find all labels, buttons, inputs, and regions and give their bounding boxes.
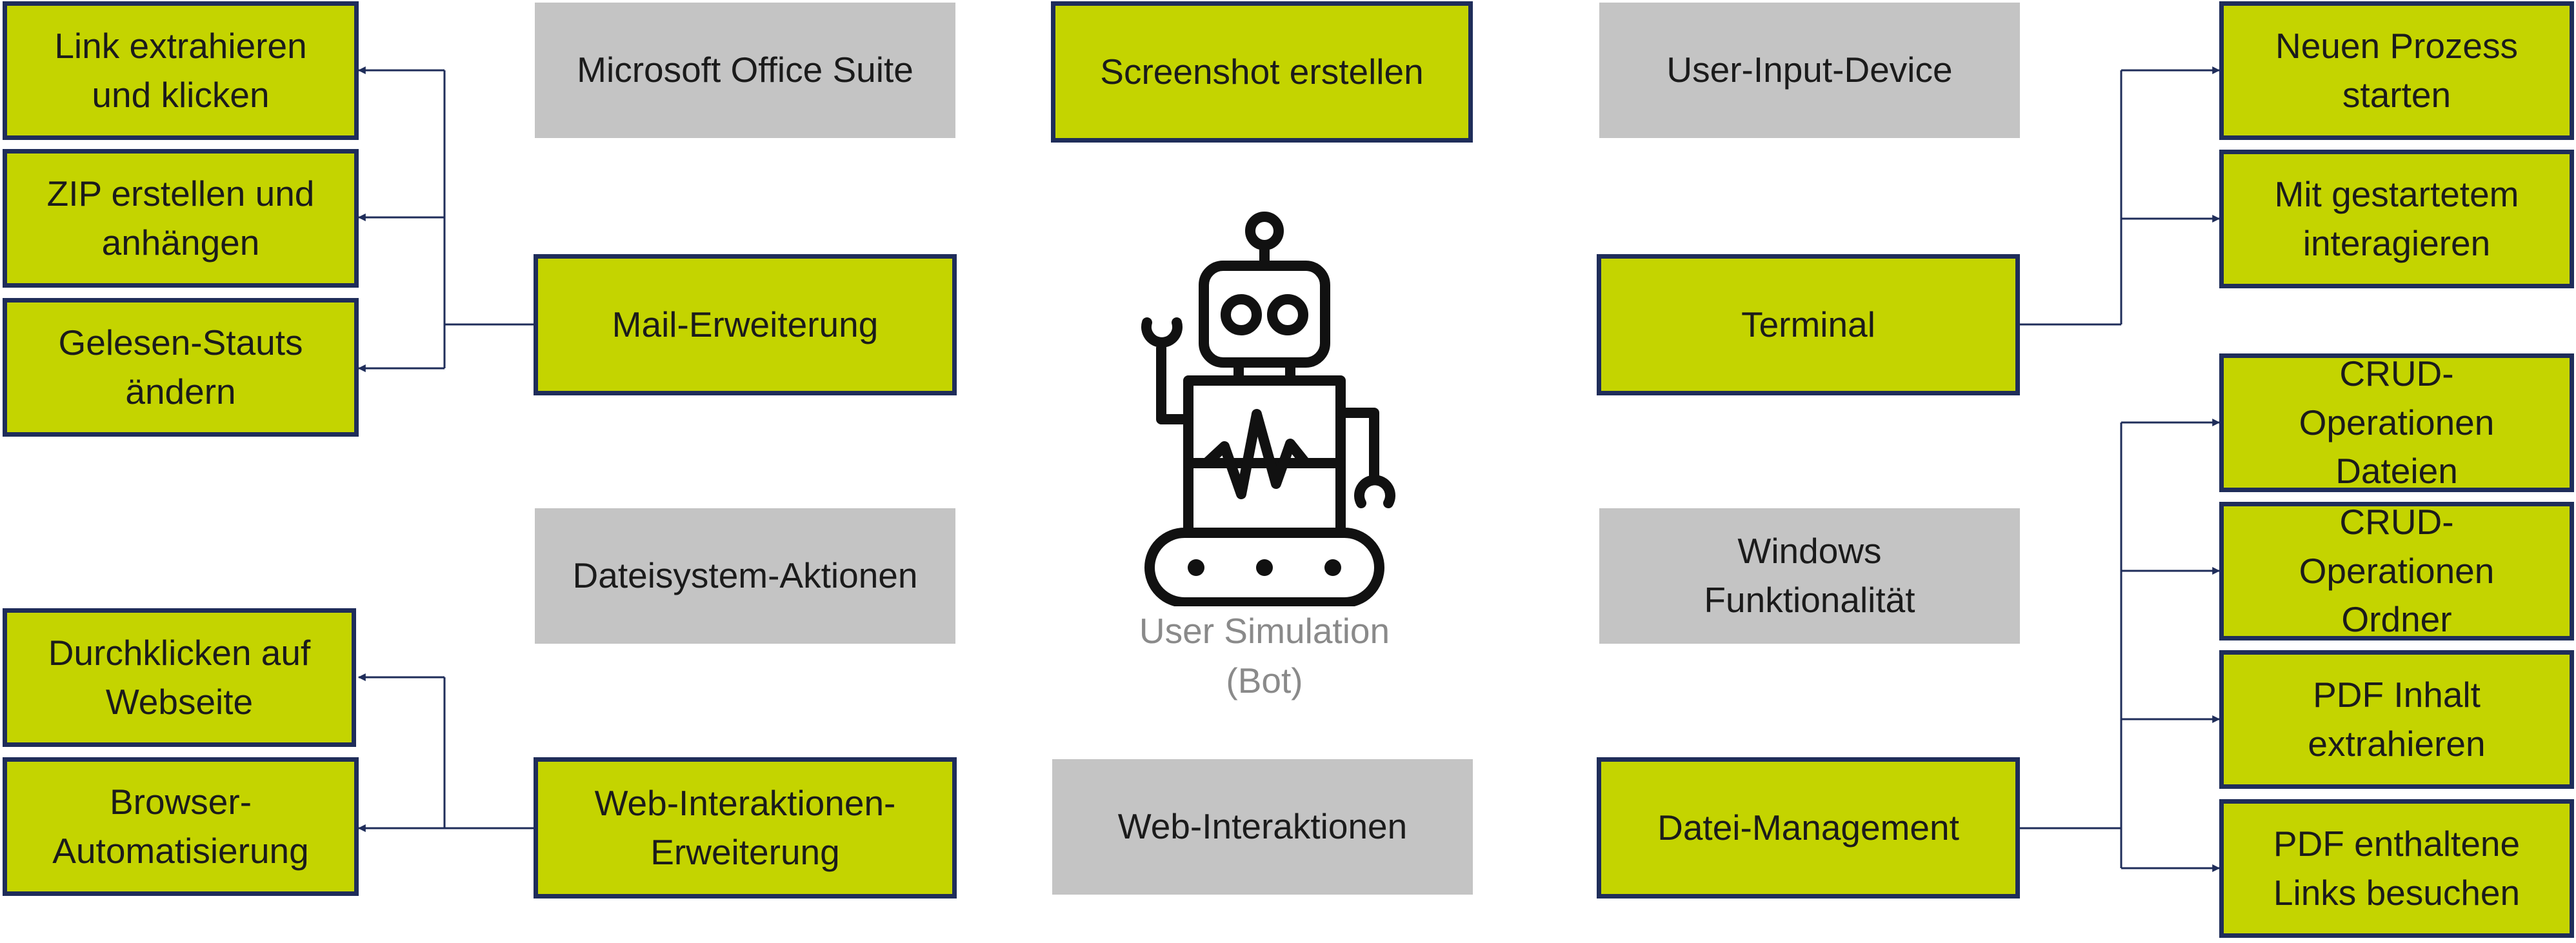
- robot-icon: [1141, 212, 1395, 606]
- box-line: Links besuchen: [2273, 872, 2521, 913]
- box-line: ändern: [125, 371, 236, 412]
- web-child-browser-automation: Browser- Automatisierung: [3, 757, 359, 896]
- box-line: Windows: [1737, 531, 1882, 571]
- mail-child-link-extract: Link extrahieren und klicken: [3, 1, 359, 140]
- module-mail-extension: Mail-Erweiterung: [534, 254, 957, 395]
- module-web-extension: Web-Interaktionen- Erweiterung: [534, 757, 957, 898]
- module-label: Mail-Erweiterung: [612, 304, 879, 344]
- module-label: Terminal: [1741, 304, 1875, 344]
- box-line: Durchklicken auf: [48, 632, 311, 673]
- module-filesystem: Dateisystem-Aktionen: [535, 508, 955, 644]
- module-file-management: Datei-Management: [1597, 757, 2020, 898]
- box-line: (Bot): [1226, 660, 1303, 700]
- box-line: Funktionalität: [1704, 580, 1915, 620]
- module-label: Datei-Management: [1657, 807, 1959, 848]
- box-line: User Simulation: [1139, 611, 1390, 651]
- box-line: Neuen Prozess: [2275, 25, 2519, 66]
- box-line: starten: [2342, 74, 2451, 115]
- box-line: Operationen: [2299, 550, 2495, 591]
- box-line: Mit gestartetem: [2274, 174, 2519, 214]
- box-line: Operationen: [2299, 402, 2495, 442]
- box-line: Web-Interaktionen-: [594, 782, 896, 823]
- box-line: Automatisierung: [52, 830, 309, 871]
- robot-label: User Simulation (Bot): [1071, 606, 1458, 706]
- box-line: Dateien: [2335, 451, 2458, 491]
- mail-child-zip: ZIP erstellen und anhängen: [3, 149, 359, 288]
- box-line: CRUD-: [2339, 353, 2454, 393]
- terminal-child-interact: Mit gestartetem interagieren: [2219, 150, 2574, 288]
- box-line: Browser-: [109, 781, 252, 822]
- box-line: extrahieren: [2308, 723, 2486, 764]
- module-microsoft-office: Microsoft Office Suite: [535, 3, 955, 138]
- module-terminal: Terminal: [1597, 254, 2020, 395]
- module-screenshot: Screenshot erstellen: [1051, 1, 1473, 143]
- box-line: PDF enthaltene: [2273, 823, 2521, 864]
- box-line: PDF Inhalt: [2313, 674, 2481, 715]
- module-user-input-device: User-Input-Device: [1599, 3, 2020, 138]
- module-web-interactions: Web-Interaktionen: [1052, 759, 1473, 895]
- module-label: Dateisystem-Aktionen: [572, 555, 918, 596]
- box-line: interagieren: [2302, 223, 2491, 263]
- module-label: User-Input-Device: [1666, 50, 1953, 90]
- box-line: Erweiterung: [650, 831, 840, 872]
- terminal-child-new-process: Neuen Prozess starten: [2219, 1, 2574, 140]
- box-line: Link extrahieren: [54, 25, 307, 66]
- box-line: und klicken: [92, 74, 270, 115]
- box-line: Webseite: [105, 681, 254, 722]
- box-line: Gelesen-Stauts: [58, 322, 303, 362]
- module-label: Web-Interaktionen: [1117, 806, 1408, 847]
- module-label: Screenshot erstellen: [1100, 51, 1424, 92]
- box-line: anhängen: [101, 222, 260, 263]
- module-label: Microsoft Office Suite: [577, 50, 914, 90]
- box-line: ZIP erstellen und: [46, 173, 315, 213]
- mail-child-read-status: Gelesen-Stauts ändern: [3, 298, 359, 437]
- file-child-pdf-content: PDF Inhalt extrahieren: [2219, 650, 2574, 789]
- box-line: Ordner: [2341, 599, 2452, 640]
- box-line: CRUD-: [2339, 501, 2454, 542]
